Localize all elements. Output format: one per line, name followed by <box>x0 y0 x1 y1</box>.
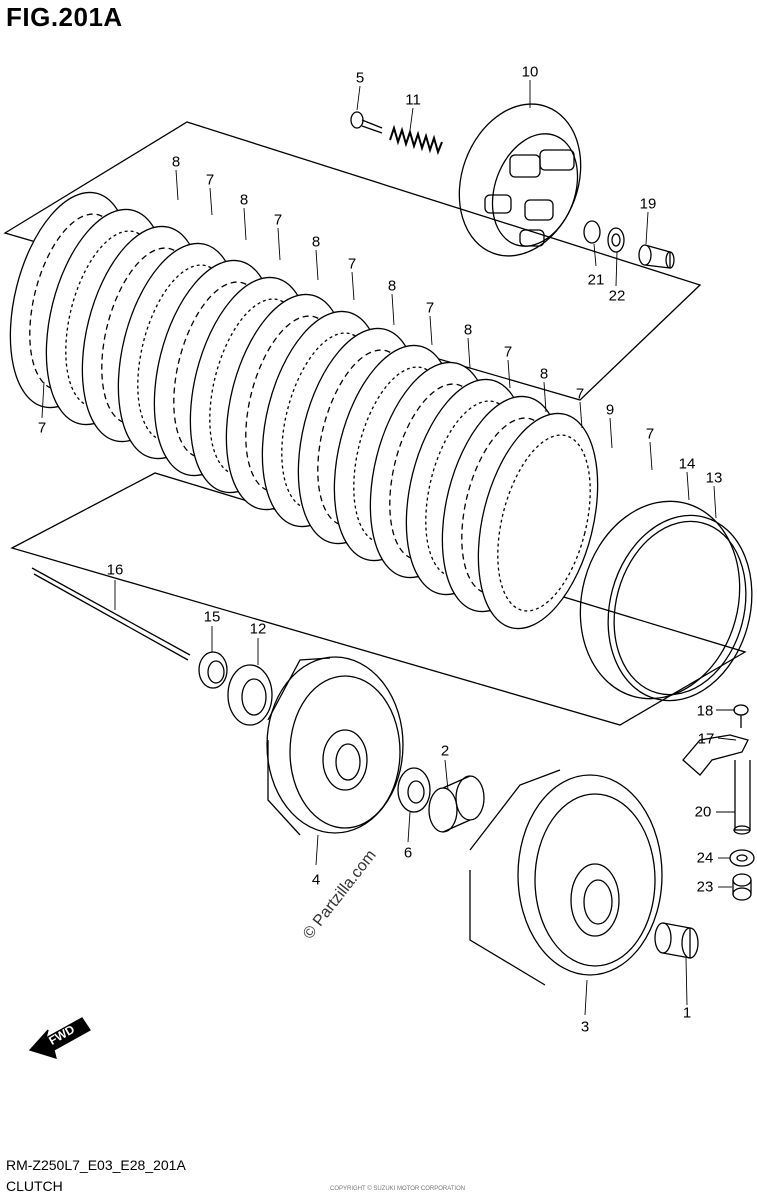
callout-3: 3 <box>580 1018 590 1036</box>
callout-13: 13 <box>705 469 723 487</box>
spring-11 <box>389 124 443 156</box>
callout-20: 20 <box>694 803 712 821</box>
seat-13 <box>607 514 753 702</box>
hub-assembly-frame <box>10 472 747 726</box>
bearing-22 <box>607 227 625 253</box>
callout-7c: 7 <box>347 255 357 273</box>
steel-plate <box>477 412 599 630</box>
push-rod-16 <box>31 567 191 661</box>
leader-lines <box>41 80 737 1016</box>
washer-12 <box>227 664 273 726</box>
callout-9: 9 <box>605 401 615 419</box>
model-code: RM-Z250L7_E03_E28_201A <box>6 1157 186 1173</box>
callout-10: 10 <box>521 63 539 81</box>
callout-19: 19 <box>639 195 657 213</box>
spacer-1 <box>654 922 699 959</box>
push-piece-19 <box>638 244 675 269</box>
callout-7a: 7 <box>205 171 215 189</box>
washer-21 <box>583 220 601 244</box>
sleeve-hub-4 <box>266 656 404 836</box>
callout-8c: 8 <box>311 233 321 251</box>
callout-7e: 7 <box>503 343 513 361</box>
callout-7b: 7 <box>273 211 283 229</box>
bolt-18 <box>733 704 749 728</box>
callout-21: 21 <box>587 271 605 289</box>
wave-washer-14 <box>579 500 741 700</box>
callout-8d: 8 <box>387 277 397 295</box>
figure-title: FIG.201A <box>6 2 123 32</box>
callout-7g: 7 <box>645 425 655 443</box>
callout-8f: 8 <box>539 365 549 383</box>
bearing-23 <box>732 873 752 901</box>
callout-23: 23 <box>696 878 714 896</box>
callout-5: 5 <box>355 69 365 87</box>
pressure-plate <box>458 103 582 257</box>
callout-15: 15 <box>203 608 221 626</box>
clutch-housing-3 <box>469 769 663 986</box>
release-shaft-20 <box>733 760 751 835</box>
group-name: CLUTCH <box>6 1178 63 1194</box>
seal-15 <box>198 651 228 689</box>
callout-1: 1 <box>682 1004 692 1022</box>
callout-12: 12 <box>249 620 267 638</box>
callout-7f: 7 <box>575 385 585 403</box>
needle-bearing-2 <box>428 775 485 833</box>
bolt-5 <box>350 111 383 134</box>
callout-7h: 7 <box>37 419 47 437</box>
copyright-note: COPYRIGHT © SUZUKI MOTOR CORPORATION <box>330 1186 466 1192</box>
clutch-plate-stack <box>9 191 599 630</box>
callout-6: 6 <box>403 844 413 862</box>
callout-2: 2 <box>440 742 450 760</box>
callout-8b: 8 <box>239 191 249 209</box>
callout-16: 16 <box>106 561 124 579</box>
callout-22: 22 <box>608 287 626 305</box>
callout-4: 4 <box>311 871 321 889</box>
callout-18: 18 <box>696 702 714 720</box>
callout-17: 17 <box>697 730 715 748</box>
callout-11: 11 <box>405 91 421 109</box>
callout-7d: 7 <box>425 299 435 317</box>
callout-14: 14 <box>678 455 696 473</box>
callout-8e: 8 <box>463 321 473 339</box>
callout-8a: 8 <box>171 153 181 171</box>
fwd-arrow <box>28 1017 91 1059</box>
release-lever-17 <box>682 734 749 776</box>
callout-24: 24 <box>696 849 714 867</box>
seal-24 <box>729 849 755 867</box>
washer-6 <box>397 767 431 813</box>
